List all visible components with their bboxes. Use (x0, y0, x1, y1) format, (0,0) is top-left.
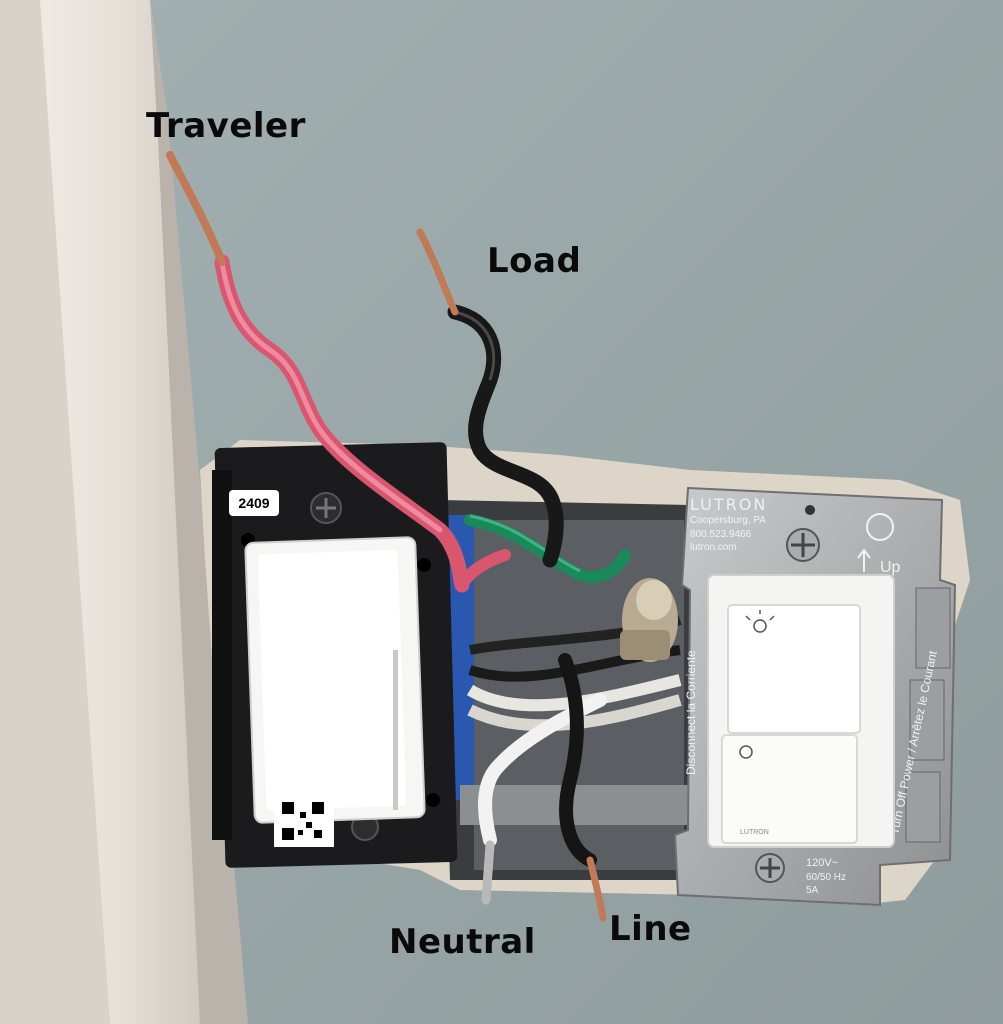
lutron-button-on[interactable] (727, 604, 861, 734)
qr-code-icon (274, 795, 334, 847)
line-wire (558, 653, 597, 867)
up-marker: Up (880, 559, 901, 576)
lutron-phone: 800.523.9466 (690, 529, 752, 540)
ul-listed-icon (866, 513, 894, 541)
neutral-strand-end (481, 840, 495, 905)
line-label: Line (609, 909, 692, 949)
neutral-label: Neutral (389, 922, 536, 962)
model-sticker (229, 490, 279, 516)
neutral-wire (478, 693, 607, 847)
rating-voltage: 120V~ (806, 857, 838, 869)
rating-amperage: 5A (806, 885, 819, 896)
left-smart-switch: 2409 (212, 442, 458, 868)
led-bar (393, 650, 398, 810)
load-copper-end (416, 228, 459, 316)
rating-frequency: 60/50 Hz (806, 872, 846, 883)
line-copper-end (586, 856, 607, 922)
lutron-website: lutron.com (690, 542, 737, 553)
side-warning-left: Disconnect la Corriente (684, 650, 698, 775)
wire-nut (620, 578, 678, 662)
light-off-icon (739, 745, 753, 759)
lutron-switch: LUTRON Coopersburg, PA 800.523.9466 lutr… (673, 486, 957, 907)
light-on-icon (745, 610, 775, 633)
load-label: Load (487, 241, 582, 281)
traveler-copper-end (166, 151, 226, 266)
lutron-brand: LUTRON (690, 495, 767, 514)
lutron-button-off[interactable] (721, 734, 858, 844)
lutron-bottom-logo: LUTRON (740, 829, 769, 836)
up-arrow-icon (857, 548, 871, 572)
model-number: 2409 (238, 495, 269, 511)
ground-wire (464, 514, 631, 583)
lutron-location: Coopersburg, PA (690, 515, 766, 526)
traveler-label: Traveler (146, 106, 306, 146)
